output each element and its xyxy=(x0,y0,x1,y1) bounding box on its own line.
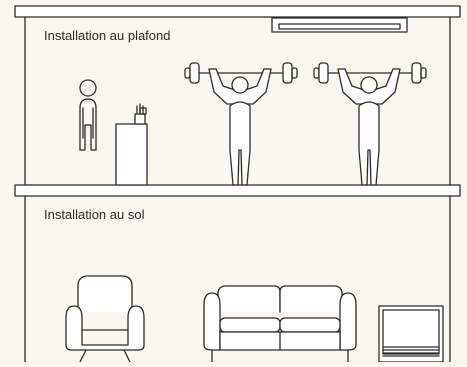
sofa-icon xyxy=(204,286,356,362)
floor-ac-unit-icon xyxy=(379,306,443,362)
ceiling-installation-label: Installation au plafond xyxy=(44,28,170,43)
weightlifter-icon xyxy=(314,63,426,185)
floor-installation-label: Installation au sol xyxy=(44,207,144,222)
person-icon xyxy=(80,80,96,150)
tower-unit-icon xyxy=(116,104,147,185)
armchair-icon xyxy=(66,276,144,362)
weightlifter-icon xyxy=(185,63,297,185)
ceiling-ac-unit-icon xyxy=(272,18,407,32)
